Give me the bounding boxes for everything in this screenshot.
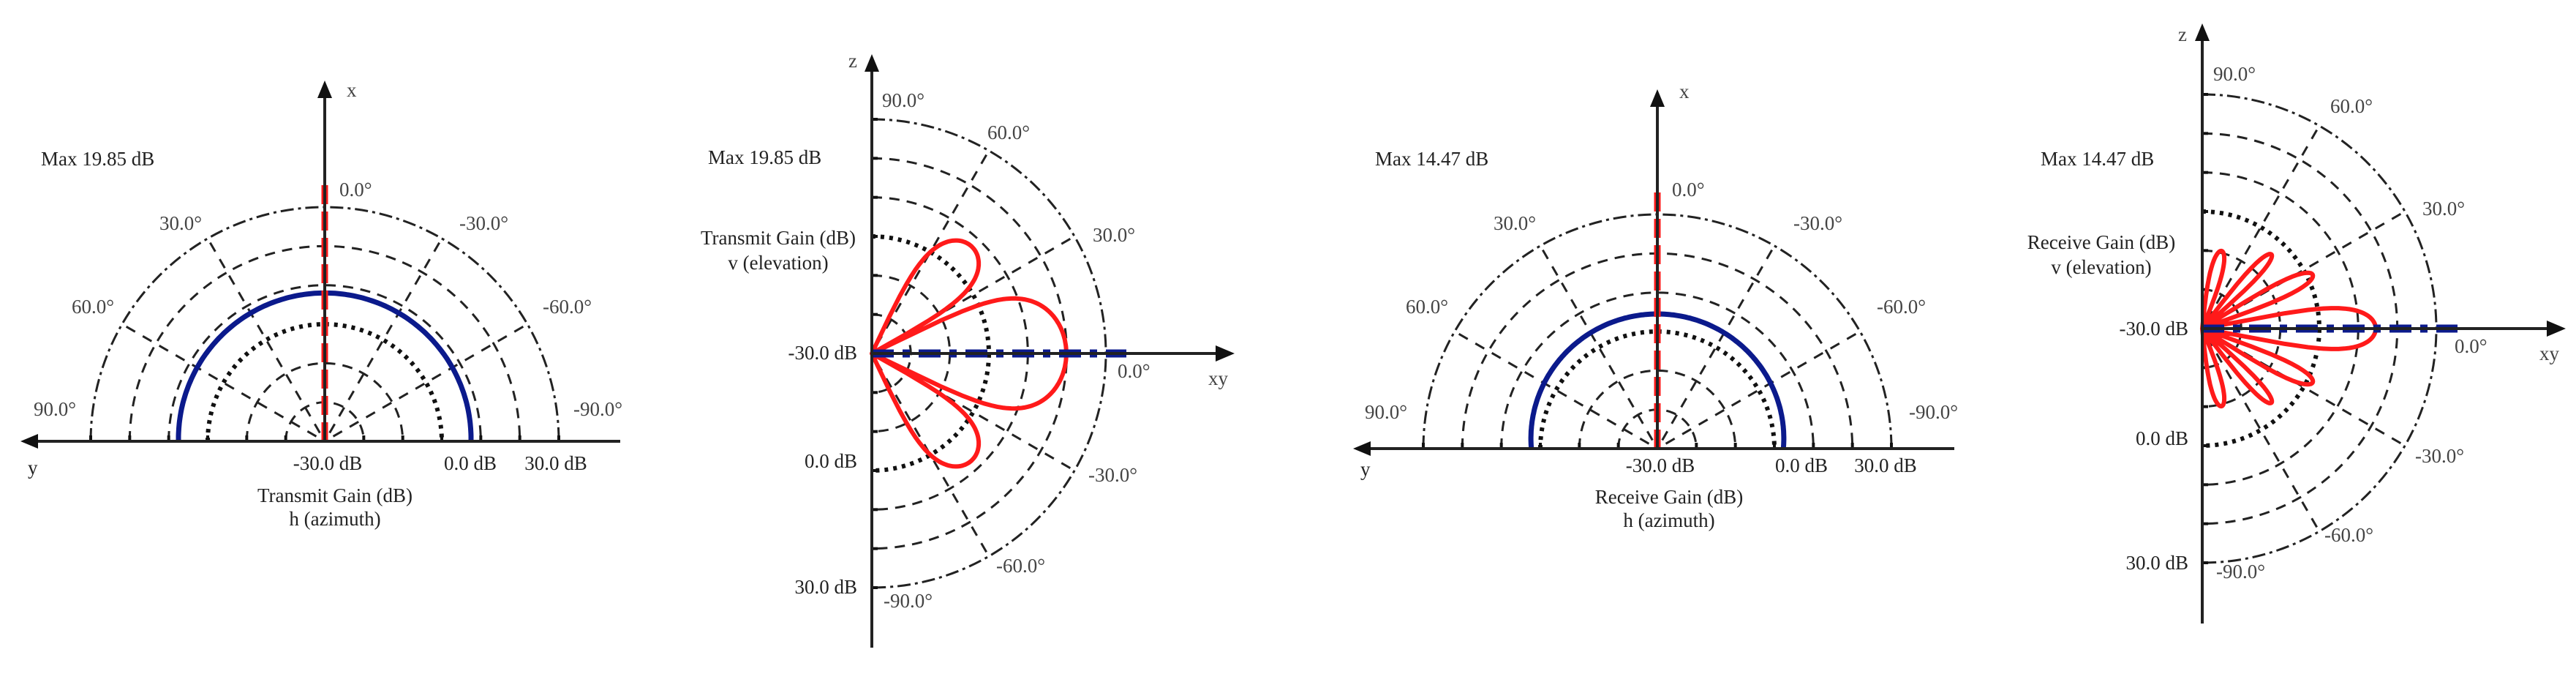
z-axis-label: z	[848, 50, 857, 72]
angle-label-30: 30.0°	[159, 212, 202, 234]
y-axis-arrow-icon	[20, 434, 38, 449]
db-label-30: 30.0 dB	[1854, 454, 1917, 476]
chart-title-line1: Transmit Gain (dB)	[701, 227, 856, 249]
angle-label-90: 90.0°	[2213, 63, 2256, 85]
panel-transmit-elevation: z xy Max 19.85 dB Transmit Gain (dB) v (…	[701, 50, 1235, 648]
chart-title-line2: h (azimuth)	[1623, 509, 1714, 531]
angle-label-neg30: -30.0°	[2415, 445, 2464, 467]
db-label-0: 0.0 dB	[444, 452, 497, 474]
panel-receive-elevation: z xy Max 14.47 dB Receive Gain (dB) v (e…	[2027, 23, 2566, 624]
angle-label-60: 60.0°	[1406, 296, 1448, 318]
grid-ring-0db	[206, 322, 444, 442]
angle-label-0: 0.0°	[1672, 179, 1705, 201]
max-gain-label: Max 19.85 dB	[41, 148, 154, 170]
angle-label-60: 60.0°	[72, 296, 114, 318]
angle-label-90: 90.0°	[1365, 401, 1407, 423]
xy-axis-label: xy	[1208, 367, 1229, 389]
panel-receive-azimuth: x y Max 14.47 dB 0.0° 30.0° -30.0° 60.0°…	[1353, 80, 1958, 531]
chart-title-line1: Receive Gain (dB)	[1595, 486, 1743, 508]
grid-spoke-30	[1539, 245, 1654, 441]
panel-transmit-azimuth: x y Max 19.85 dB 0.0° 30.0° -30.0° 60.0°…	[20, 79, 622, 530]
db-label-neg30: -30.0 dB	[1626, 454, 1695, 476]
grid-ring--10db	[1578, 369, 1737, 449]
chart-title-line2: h (azimuth)	[289, 508, 380, 530]
x-axis-arrow-icon	[1650, 89, 1665, 107]
max-gain-label: Max 19.85 dB	[708, 146, 821, 168]
z-axis-arrow-icon	[2195, 23, 2210, 41]
db-label-30: 30.0 dB	[794, 576, 857, 598]
x-axis-label: x	[1679, 80, 1690, 102]
db-label-neg30: -30.0 dB	[293, 452, 363, 474]
angle-label-60: 60.0°	[2330, 95, 2373, 117]
angle-label-0: 0.0°	[1118, 360, 1150, 382]
grid-ring-0db	[871, 234, 991, 473]
angle-label-neg60: -60.0°	[1877, 296, 1926, 318]
angle-label-neg60: -60.0°	[543, 296, 592, 318]
angle-label-neg30: -30.0°	[1793, 212, 1842, 234]
grid-ring--10db	[245, 362, 404, 442]
grid-ring-10db	[871, 196, 1029, 511]
db-label-0: 0.0 dB	[1775, 454, 1828, 476]
max-gain-label: Max 14.47 dB	[1375, 148, 1488, 170]
angle-label-neg60: -60.0°	[2324, 524, 2373, 546]
z-axis-label: z	[2178, 23, 2187, 45]
grid-spoke-60	[1454, 330, 1650, 445]
angle-label-neg90: -90.0°	[2216, 561, 2265, 583]
angle-label-neg60: -60.0°	[996, 555, 1045, 577]
xy-axis-label: xy	[2539, 342, 2560, 364]
grid-spoke--60	[1665, 330, 1861, 445]
z-axis-arrow-icon	[865, 54, 879, 72]
x-axis-label: x	[347, 79, 357, 101]
grid-ring-10db	[167, 284, 482, 442]
db-label-30: 30.0 dB	[2125, 552, 2188, 574]
chart-title-line2: v (elevation)	[2051, 256, 2151, 278]
chart-title-line1: Receive Gain (dB)	[2027, 231, 2175, 253]
angle-label-90: 90.0°	[882, 89, 924, 111]
y-axis-arrow-icon	[1353, 441, 1371, 456]
grid-ring-0db	[1538, 329, 1777, 449]
angle-label-30: 30.0°	[2422, 198, 2465, 220]
grid-ring-0db	[2202, 209, 2321, 448]
x-axis-arrow-icon	[317, 80, 332, 98]
max-gain-label: Max 14.47 dB	[2041, 148, 2154, 170]
db-label-neg30: -30.0 dB	[788, 342, 858, 364]
xy-axis-arrow-icon	[1216, 345, 1235, 362]
angle-label-60: 60.0°	[987, 121, 1030, 143]
angle-label-neg90: -90.0°	[573, 398, 622, 420]
angle-label-0: 0.0°	[339, 179, 372, 201]
chart-title-line1: Transmit Gain (dB)	[257, 484, 413, 506]
grid-spoke--30	[1661, 245, 1776, 441]
xy-axis-arrow-icon	[2547, 321, 2566, 337]
y-axis-label: y	[28, 457, 38, 479]
angle-label-neg90: -90.0°	[1909, 401, 1958, 423]
angle-label-30: 30.0°	[1494, 212, 1536, 234]
grid-ring--10db	[2202, 249, 2282, 408]
angle-label-0: 0.0°	[2455, 335, 2488, 357]
db-label-neg30: -30.0 dB	[2120, 318, 2189, 340]
db-label-30: 30.0 dB	[524, 452, 587, 474]
angle-label-neg30: -30.0°	[1088, 464, 1137, 486]
angle-label-90: 90.0°	[34, 398, 76, 420]
angle-label-neg30: -30.0°	[459, 212, 508, 234]
y-axis-label: y	[1360, 458, 1371, 480]
db-label-0: 0.0 dB	[805, 450, 857, 472]
angle-label-30: 30.0°	[1093, 224, 1135, 246]
angle-label-neg90: -90.0°	[884, 590, 933, 612]
grid-ring-10db	[2202, 171, 2360, 486]
chart-title-line2: v (elevation)	[728, 252, 828, 274]
db-label-0: 0.0 dB	[2136, 427, 2188, 449]
